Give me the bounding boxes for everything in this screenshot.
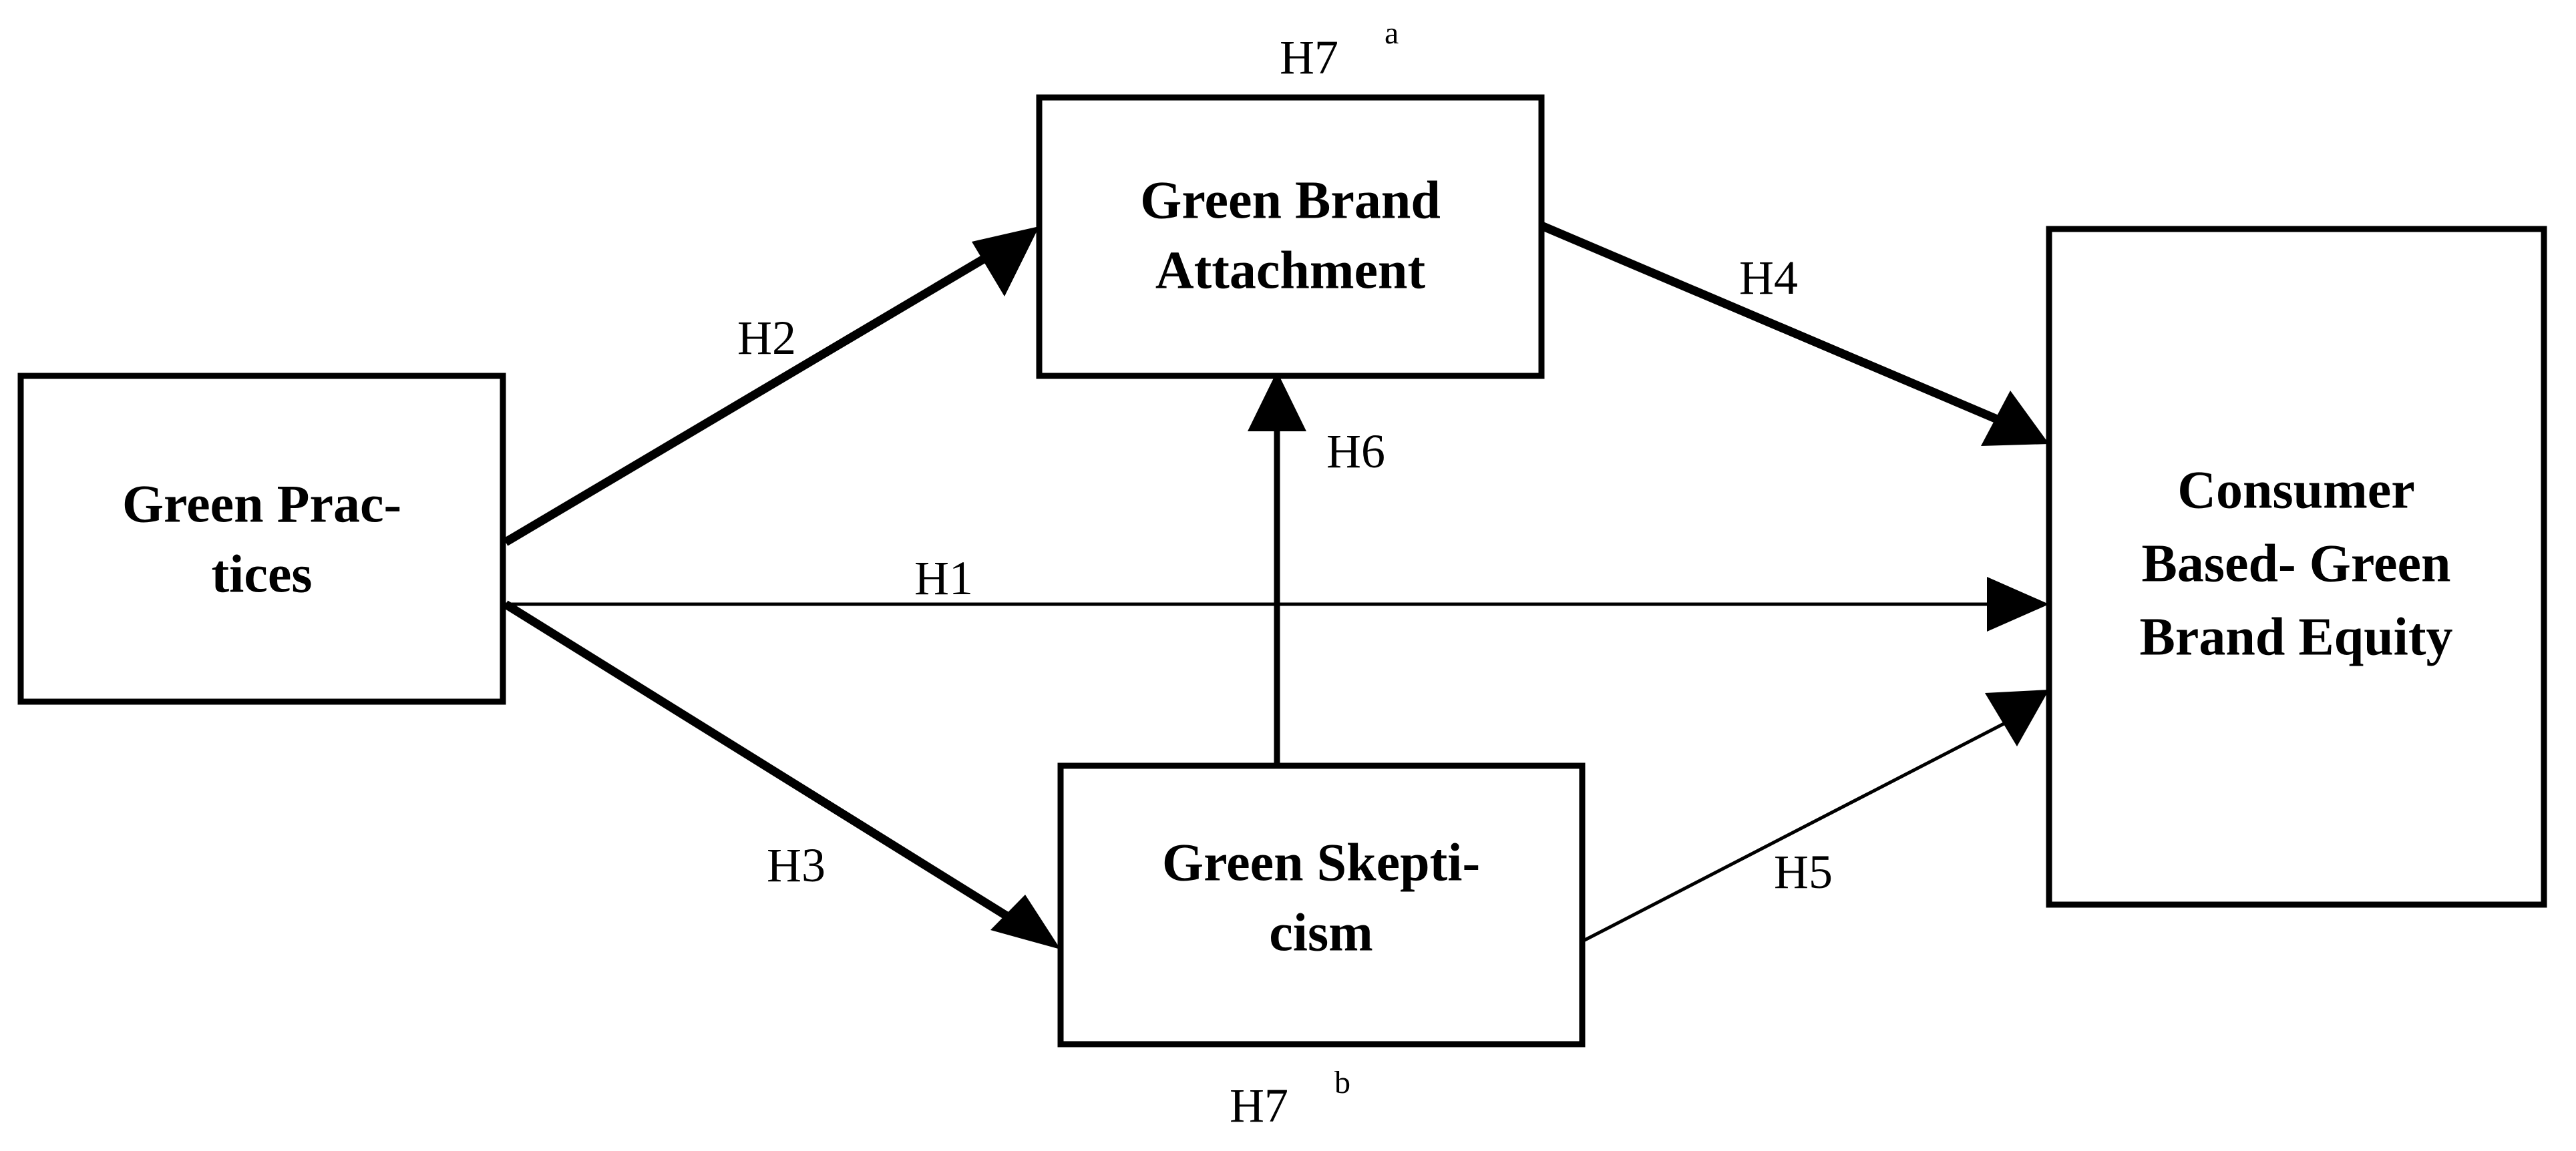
consumer-equity-label-line3: Brand Equity xyxy=(2139,608,2452,666)
green-skepticism-label-line1: Green Skepti- xyxy=(1162,833,1480,892)
path-h4-line xyxy=(1539,222,2007,427)
path-h5: H5 xyxy=(1581,690,2049,943)
path-h2-label: H2 xyxy=(737,311,796,365)
green-brand-attachment-label-line1: Green Brand xyxy=(1140,171,1441,230)
path-h5-label: H5 xyxy=(1774,845,1833,899)
green-skepticism-rect[interactable] xyxy=(1057,762,1586,1048)
path-h3-label: H3 xyxy=(767,839,825,892)
path-h2-arrowhead xyxy=(972,226,1039,296)
green-practices-label-line2: tices xyxy=(211,545,312,604)
path-h3: H3 xyxy=(503,600,1061,949)
moderator-h7b-superscript: b xyxy=(1334,1065,1350,1100)
moderator-label-h7a: H7 a xyxy=(1280,15,1399,84)
consumer-based-green-brand-equity-rect[interactable] xyxy=(2046,226,2547,908)
consumer-equity-label-line2: Based- Green xyxy=(2142,534,2451,593)
moderator-h7a-superscript: a xyxy=(1385,15,1399,51)
construct-box-consumer-based-green-brand-equity[interactable]: Consumer Based- Green Brand Equity xyxy=(2046,226,2547,908)
path-h5-line xyxy=(1581,719,2010,943)
green-brand-attachment-rect[interactable] xyxy=(1036,94,1545,379)
path-h2: H2 xyxy=(503,226,1039,546)
path-h3-line xyxy=(503,600,1025,929)
path-h1: H1 xyxy=(506,551,2049,632)
path-h4: H4 xyxy=(1539,222,2049,446)
construct-box-green-brand-attachment[interactable]: Green Brand Attachment xyxy=(1036,94,1545,379)
moderator-h7b-base: H7 xyxy=(1230,1079,1288,1132)
path-h1-label: H1 xyxy=(914,551,973,605)
construct-box-green-skepticism[interactable]: Green Skepti- cism xyxy=(1057,762,1586,1048)
green-practices-label-line1: Green Prac- xyxy=(122,475,401,533)
green-skepticism-label-line2: cism xyxy=(1269,903,1373,962)
moderator-label-h7b: H7 b xyxy=(1230,1065,1350,1132)
green-practices-rect[interactable] xyxy=(17,373,506,705)
path-h6: H6 xyxy=(1248,371,1385,766)
path-h1-arrowhead xyxy=(1987,577,2049,632)
path-h3-arrowhead xyxy=(990,895,1061,949)
path-h4-arrowhead xyxy=(1981,391,2049,446)
path-h6-label: H6 xyxy=(1326,425,1385,478)
path-h6-arrowhead xyxy=(1248,371,1306,431)
construct-box-green-practices[interactable]: Green Prac- tices xyxy=(17,373,506,705)
consumer-equity-label-line1: Consumer xyxy=(2177,461,2415,519)
green-brand-attachment-label-line2: Attachment xyxy=(1155,241,1426,300)
path-h4-label: H4 xyxy=(1739,251,1798,304)
path-h5-arrowhead xyxy=(1985,690,2049,746)
moderator-h7a-base: H7 xyxy=(1280,31,1338,84)
path-h2-line xyxy=(503,245,1003,546)
